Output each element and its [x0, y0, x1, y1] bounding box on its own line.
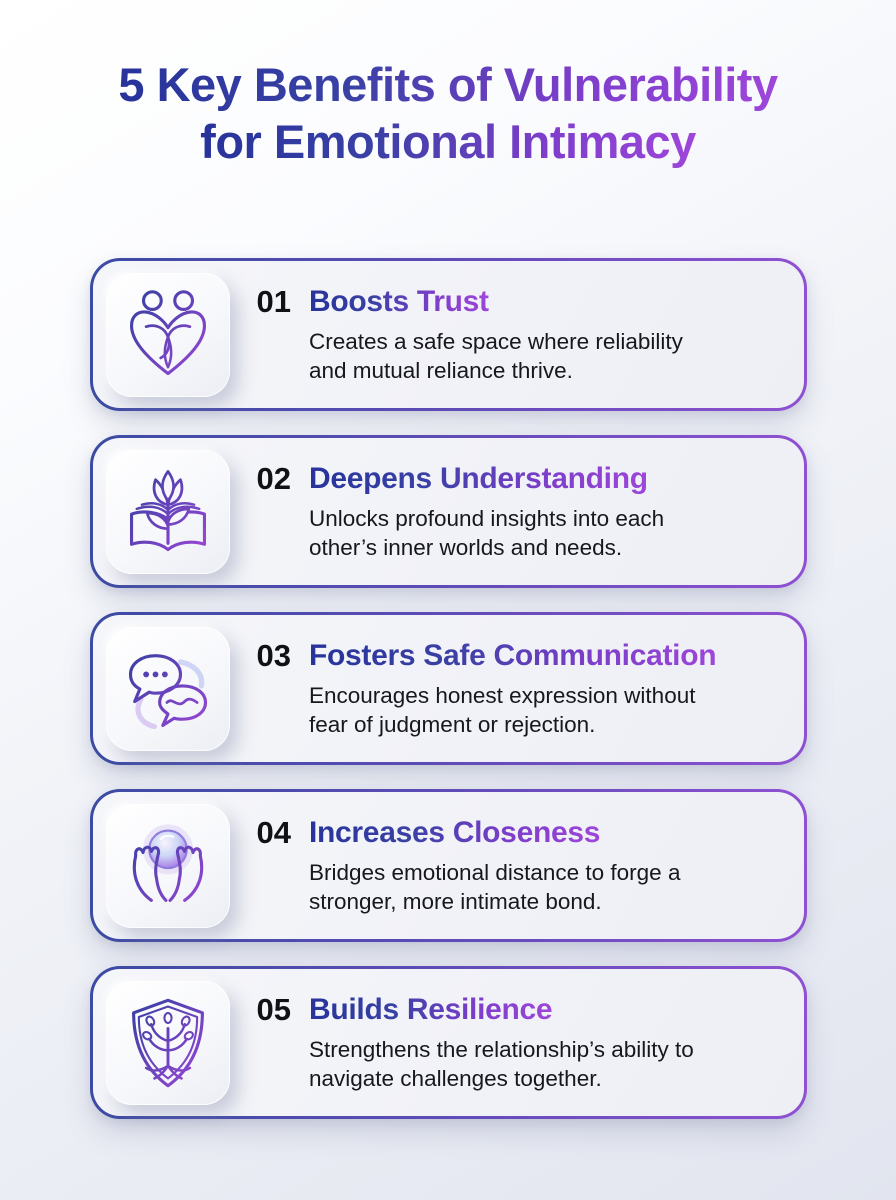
book-flower-icon: [129, 469, 206, 551]
benefit-card-1: 01 Boosts Trust Creates a safe space whe…: [89, 258, 807, 411]
description-line: Encourages honest expression without: [308, 683, 696, 708]
benefit-number: 03: [256, 638, 291, 673]
benefit-number: 02: [256, 461, 291, 496]
description-line: stronger, more intimate bond.: [308, 889, 602, 914]
description-line: Bridges emotional distance to forge a: [308, 860, 681, 885]
benefit-card-3: 03 Fosters Safe Communication Encourages…: [89, 612, 807, 765]
infographic-title: 5 Key Benefits of Vulnerability for Emot…: [0, 0, 896, 170]
description-line: navigate challenges together.: [308, 1066, 602, 1091]
icon-tile: [105, 803, 230, 928]
benefit-title: Fosters Safe Communication: [308, 639, 717, 672]
icon-tile: [105, 626, 230, 751]
description-line: other’s inner worlds and needs.: [308, 535, 623, 560]
benefit-card-2: 02 Deepens Understanding Unlocks profoun…: [89, 435, 807, 588]
benefit-number: 04: [256, 815, 291, 850]
benefit-title: Increases Closeness: [308, 816, 601, 849]
description-line: and mutual reliance thrive.: [308, 358, 573, 383]
description-line: Unlocks profound insights into each: [308, 506, 665, 531]
description-line: Strengthens the relationship’s ability t…: [308, 1037, 694, 1062]
benefit-description: Bridges emotional distance to forge a st…: [309, 858, 680, 916]
description-line: Creates a safe space where reliability: [308, 329, 683, 354]
benefit-title: Builds Resilience: [308, 993, 553, 1026]
icon-tile: [105, 980, 230, 1105]
benefit-number: 05: [256, 992, 291, 1027]
benefit-card-list: 01 Boosts Trust Creates a safe space whe…: [89, 258, 807, 1119]
benefit-card-4: 04 Increases Closeness Bridges emotional…: [89, 789, 807, 942]
benefit-card-5: 05 Builds Resilience Strengthens the rel…: [89, 966, 807, 1119]
benefit-description: Creates a safe space where reliability a…: [309, 327, 683, 385]
icon-tile: [105, 449, 230, 574]
icon-tile: [105, 272, 230, 397]
family-heart-icon: [129, 289, 206, 375]
shield-tree-icon: [131, 998, 204, 1087]
benefit-description: Unlocks profound insights into each othe…: [309, 504, 664, 562]
title-line-1: 5 Key Benefits of Vulnerability: [118, 58, 778, 111]
benefit-number: 01: [256, 284, 291, 319]
benefit-title: Boosts Trust: [308, 285, 489, 318]
hands-orb-icon: [132, 823, 203, 902]
chat-bubbles-icon: [128, 653, 207, 729]
benefit-description: Strengthens the relationship’s ability t…: [309, 1035, 694, 1093]
benefit-description: Encourages honest expression without fea…: [309, 681, 716, 739]
description-line: fear of judgment or rejection.: [308, 712, 596, 737]
title-line-2: for Emotional Intimacy: [200, 115, 696, 168]
benefit-title: Deepens Understanding: [308, 462, 648, 495]
